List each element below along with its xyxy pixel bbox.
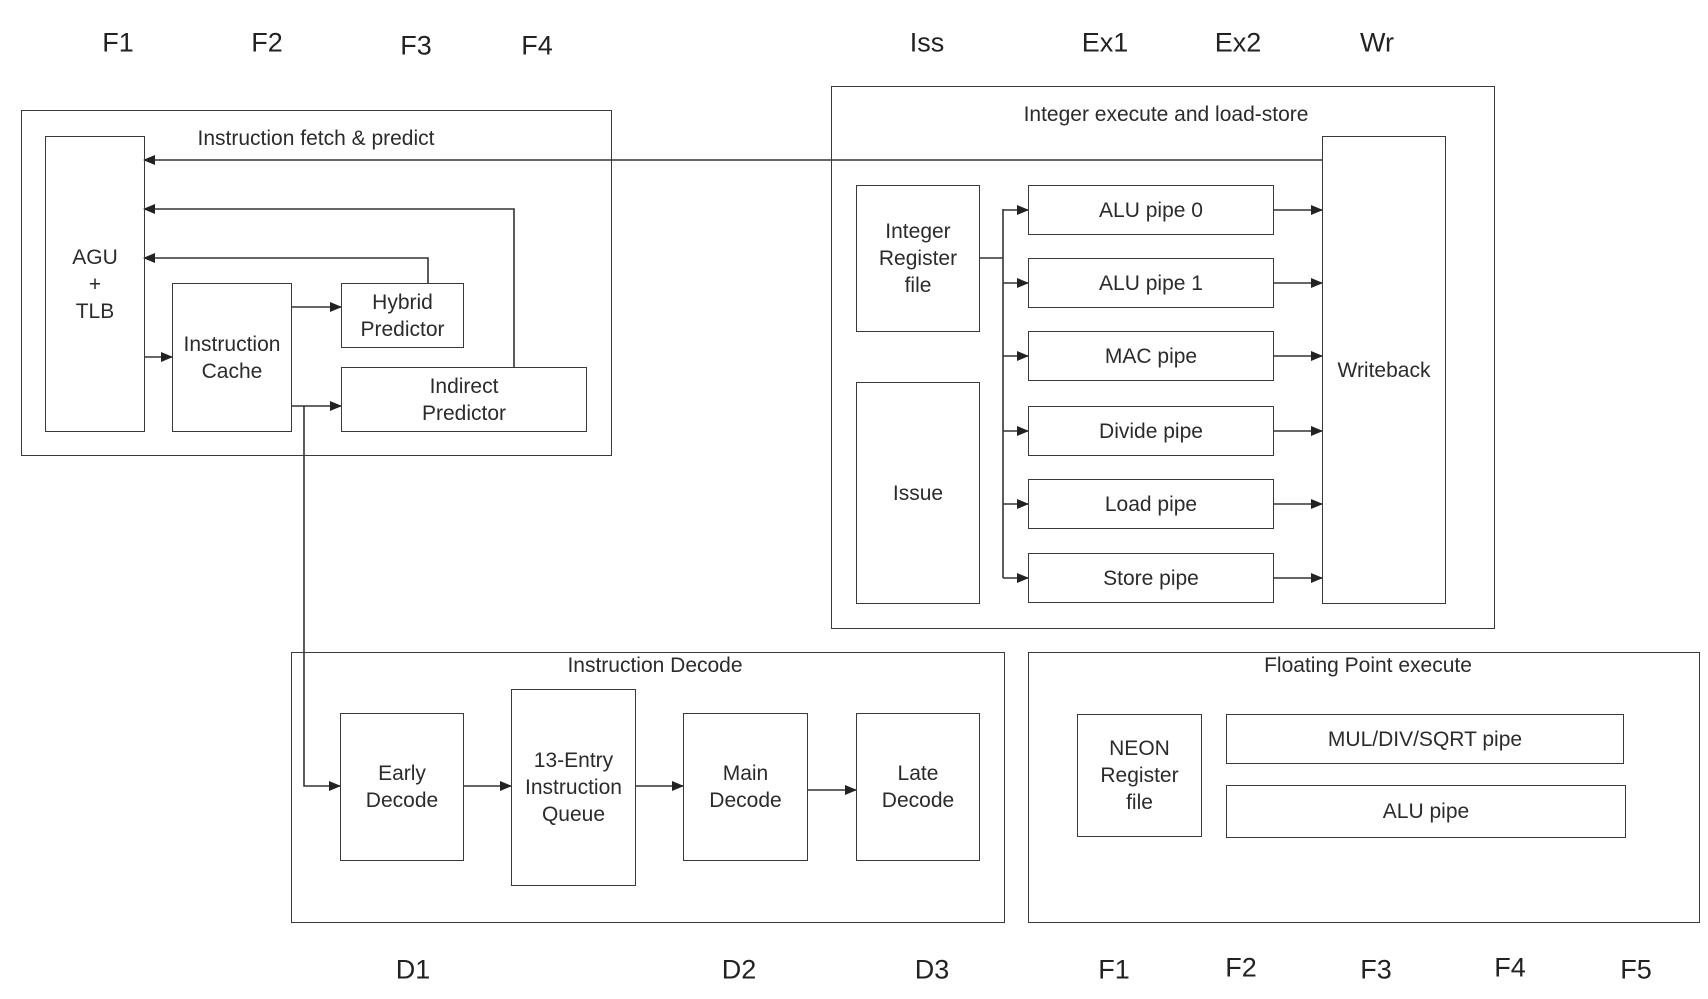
stage-label-d1: D1 xyxy=(395,954,431,985)
arrow-icache-to-early-decode xyxy=(303,406,341,791)
stage-label-fp-f5: F5 xyxy=(1620,954,1652,985)
stage-label-f1: F1 xyxy=(102,27,134,58)
floating-point-panel xyxy=(1028,652,1700,923)
stage-label-wr: Wr xyxy=(1360,27,1394,58)
load-pipe-block: Load pipe xyxy=(1028,479,1274,529)
integer-register-file-block: Integer Register file xyxy=(856,185,980,332)
instruction-cache-block: Instruction Cache xyxy=(172,283,292,432)
store-pipe-block: Store pipe xyxy=(1028,553,1274,603)
stage-label-fp-f4: F4 xyxy=(1494,952,1526,983)
writeback-block: Writeback xyxy=(1322,136,1446,604)
late-decode-block: Late Decode xyxy=(856,713,980,861)
integer-execute-title: Integer execute and load-store xyxy=(1023,103,1309,126)
stage-label-f3: F3 xyxy=(400,30,432,61)
instruction-decode-panel xyxy=(291,652,1005,923)
neon-register-file-block: NEON Register file xyxy=(1077,714,1202,837)
instruction-queue-block: 13-Entry Instruction Queue xyxy=(511,689,636,886)
stage-label-ex1: Ex1 xyxy=(1081,27,1129,58)
integer-execute-panel xyxy=(831,86,1495,629)
mul-div-sqrt-pipe-block: MUL/DIV/SQRT pipe xyxy=(1226,714,1624,764)
stage-label-d3: D3 xyxy=(914,954,950,985)
floating-point-title: Floating Point execute xyxy=(1264,654,1472,677)
fetch-unit-panel xyxy=(21,110,612,456)
fp-alu-pipe-block: ALU pipe xyxy=(1226,785,1626,838)
arrow-hybrid-to-agu xyxy=(143,253,429,283)
divide-pipe-block: Divide pipe xyxy=(1028,406,1274,456)
mac-pipe-block: MAC pipe xyxy=(1028,331,1274,381)
agu-tlb-block: AGU + TLB xyxy=(45,136,145,432)
issue-block: Issue xyxy=(856,382,980,604)
stage-label-fp-f1: F1 xyxy=(1098,954,1130,985)
stage-label-fp-f2: F2 xyxy=(1225,952,1257,983)
stage-label-fp-f3: F3 xyxy=(1360,954,1392,985)
stage-label-f4: F4 xyxy=(521,30,553,61)
arrow-indirect-to-agu xyxy=(143,204,515,367)
alu-pipe-1-block: ALU pipe 1 xyxy=(1028,258,1274,308)
stage-label-d2: D2 xyxy=(721,954,757,985)
stage-label-iss: Iss xyxy=(909,27,945,58)
early-decode-block: Early Decode xyxy=(340,713,464,861)
hybrid-predictor-block: Hybrid Predictor xyxy=(341,283,464,348)
main-decode-block: Main Decode xyxy=(683,713,808,861)
instruction-decode-title: Instruction Decode xyxy=(567,654,743,677)
alu-pipe-0-block: ALU pipe 0 xyxy=(1028,185,1274,235)
stage-label-ex2: Ex2 xyxy=(1214,27,1262,58)
stage-label-f2: F2 xyxy=(251,27,283,58)
fetch-unit-title: Instruction fetch & predict xyxy=(197,127,435,150)
indirect-predictor-block: Indirect Predictor xyxy=(341,367,587,432)
